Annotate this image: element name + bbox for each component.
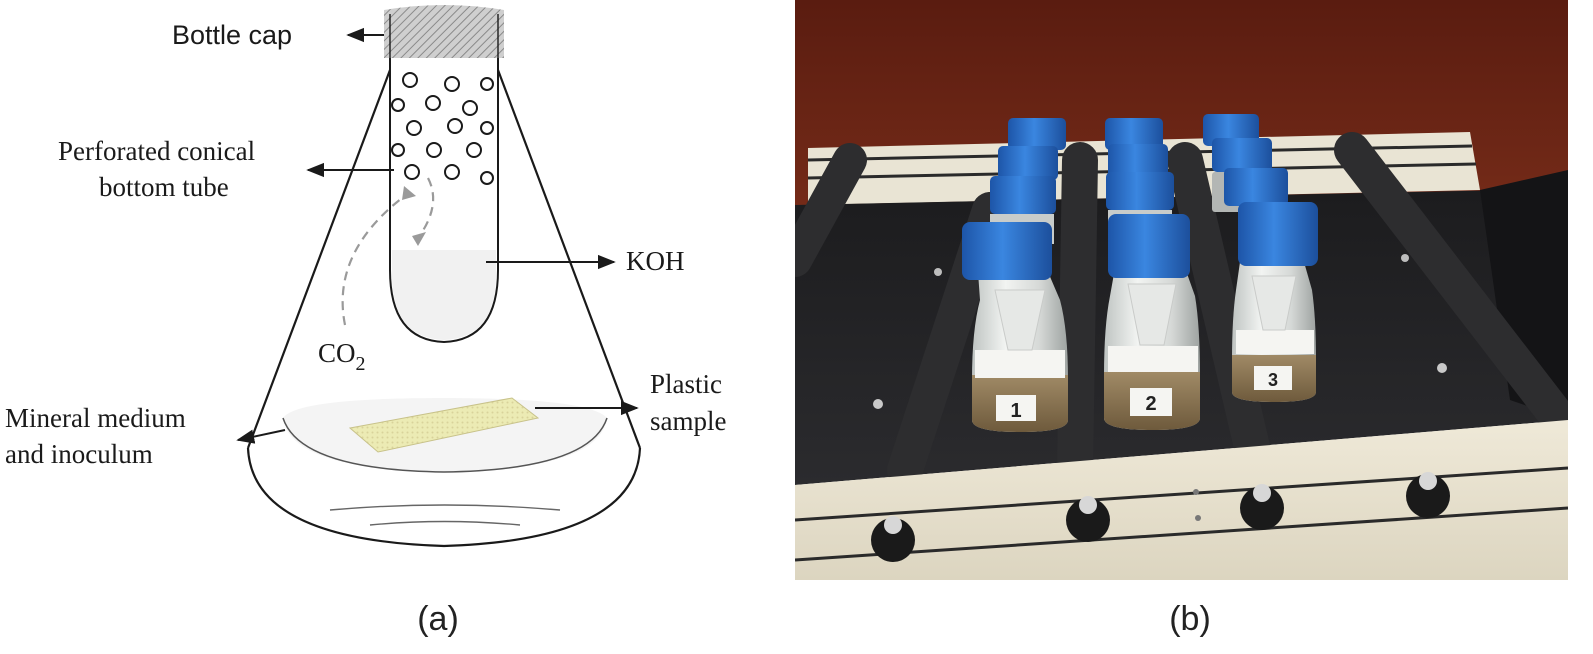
bottle-2: 2 [1104, 214, 1200, 430]
co2-label-subscript: 2 [356, 353, 366, 375]
bottle-1: 1 [962, 222, 1068, 432]
plastic-sample [348, 397, 540, 453]
panel-a-flask-diagram: Bottle cap Perforated conical bottom tub… [5, 5, 726, 638]
shaker-front-panel [795, 420, 1568, 580]
co2-arrowhead-up [402, 186, 416, 200]
koh-label: KOH [626, 246, 685, 276]
co2-arrowhead-down [412, 232, 426, 246]
medium-label-line1: Mineral medium [5, 403, 186, 433]
co2-label-main: CO [318, 338, 356, 368]
bottle-2-number: 2 [1145, 393, 1156, 415]
label-arrows [236, 27, 639, 444]
panel-b-letter: (b) [1169, 600, 1211, 638]
panel-b-photo: 1 2 3 [795, 0, 1568, 638]
co2-label: CO2 [318, 338, 366, 375]
erlenmeyer-flask [246, 69, 642, 548]
tube-label-line1: Perforated conical [58, 136, 255, 166]
plastic-label-line1: Plastic [650, 369, 722, 399]
bottle-cap [384, 5, 504, 58]
perforated-conical-tube [389, 58, 499, 344]
co2-flow-arrows [341, 177, 435, 326]
tube-label-line2: bottom tube [99, 172, 229, 202]
bottle-3-number: 3 [1268, 370, 1278, 390]
bottle-3: 3 [1232, 202, 1318, 402]
tube-perforations [391, 72, 494, 185]
bottle-1-number: 1 [1010, 400, 1021, 422]
plastic-label-line2: sample [650, 406, 726, 436]
medium-label-line2: and inoculum [5, 439, 153, 469]
shaker-knobs [871, 472, 1450, 562]
bottle-cap-label: Bottle cap [172, 20, 292, 50]
panel-a-letter: (a) [417, 600, 459, 638]
